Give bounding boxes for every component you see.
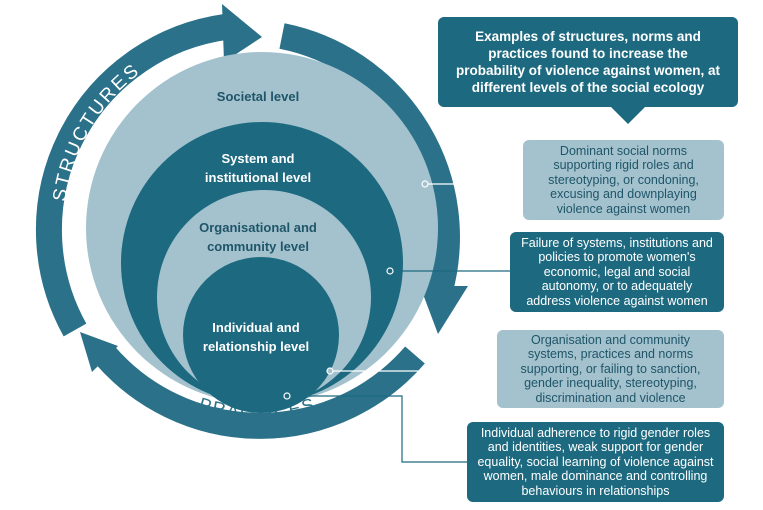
dot-societal <box>421 180 429 188</box>
individual-level-label-line1: Individual and <box>212 320 299 335</box>
connector-individual <box>287 395 467 463</box>
diagram-title: Examples of structures, norms and practi… <box>455 29 721 95</box>
diagram-title-callout: Examples of structures, norms and practi… <box>438 17 738 107</box>
organisational-level-label-line2: community level <box>207 239 309 254</box>
header-pointer <box>610 106 646 124</box>
organisational-level-label-line1: Organisational and <box>199 220 317 235</box>
societal-example-box: Dominant social norms supporting rigid r… <box>523 140 724 220</box>
structures-arrowhead <box>222 4 262 62</box>
societal-level-label: Societal level <box>217 89 299 104</box>
dot-individual <box>283 392 291 400</box>
norms-arrowhead <box>420 286 468 334</box>
cycle-ring <box>35 4 468 439</box>
connector-dots <box>283 180 429 400</box>
structures-arc <box>35 14 227 337</box>
system-example-box: Failure of systems, institutions and pol… <box>510 232 724 312</box>
dot-system <box>386 267 394 275</box>
system-level-label-line1: System and <box>222 151 295 166</box>
societal-example-text: Dominant social norms supporting rigid r… <box>548 143 699 216</box>
individual-level-label-line2: relationship level <box>203 339 309 354</box>
organisational-example-text: Organisation and community systems, prac… <box>520 332 701 405</box>
dot-organisational <box>326 367 334 375</box>
connector-lines <box>287 183 523 463</box>
individual-example-text: Individual adherence to rigid gender rol… <box>477 425 714 498</box>
individual-circle <box>183 257 339 413</box>
individual-example-box: Individual adherence to rigid gender rol… <box>467 422 724 502</box>
system-example-text: Failure of systems, institutions and pol… <box>521 235 713 308</box>
practices-arc <box>95 346 425 439</box>
practices-arrowhead <box>80 332 118 372</box>
norms-arc <box>279 23 460 294</box>
organisational-example-box: Organisation and community systems, prac… <box>497 330 724 408</box>
system-level-label-line2: institutional level <box>205 170 311 185</box>
